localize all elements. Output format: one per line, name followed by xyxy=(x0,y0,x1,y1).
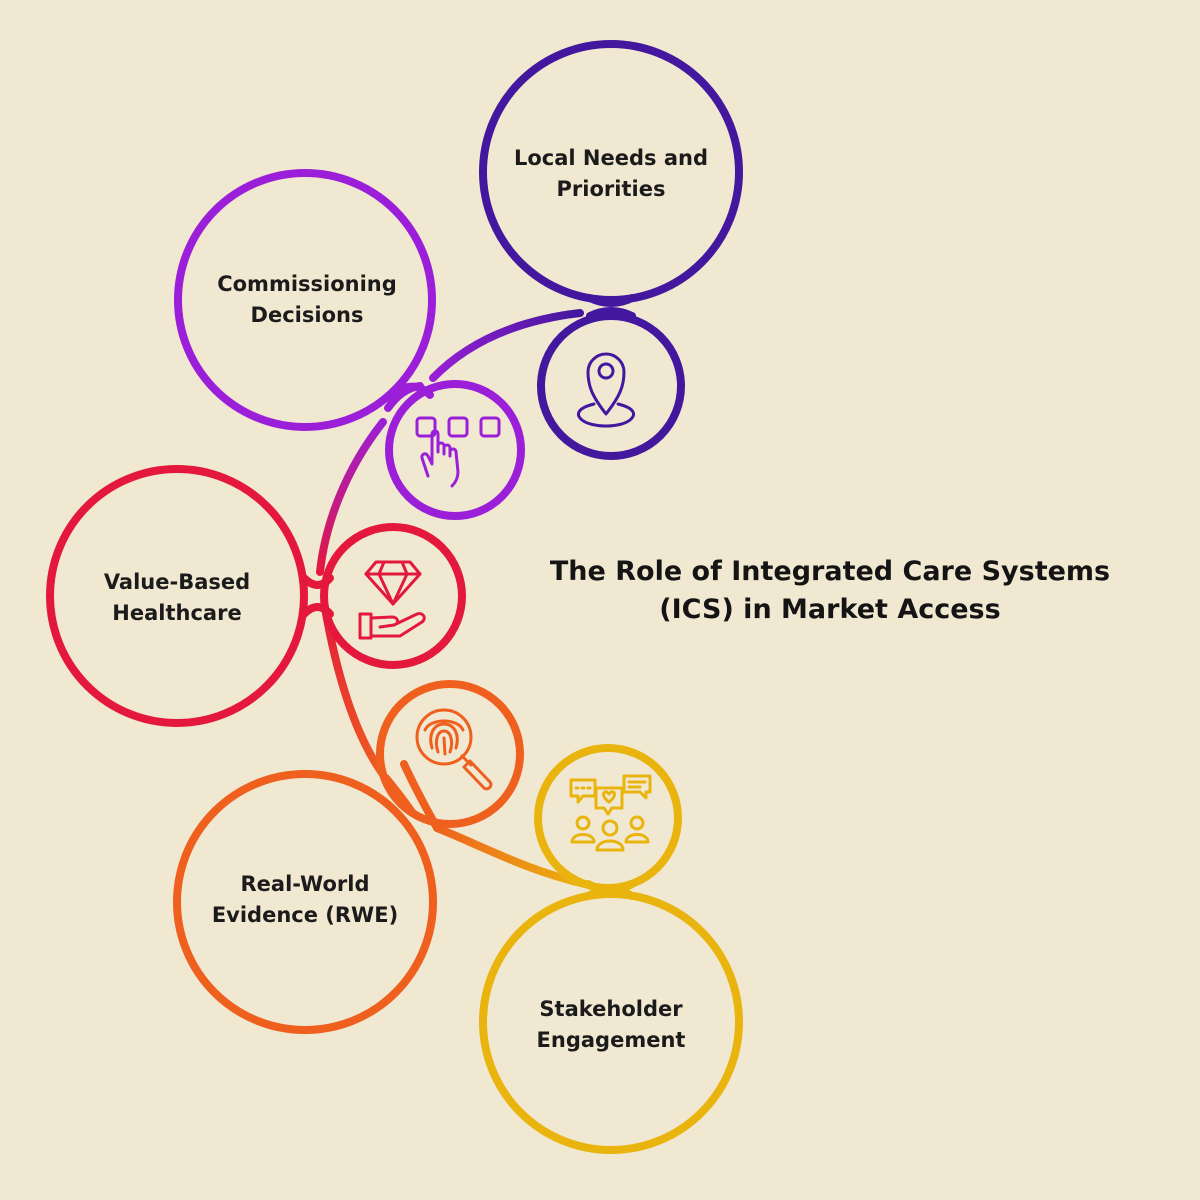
node-rwe xyxy=(173,680,524,1034)
node-stakeholder xyxy=(479,744,743,1154)
location-pin-icon xyxy=(577,352,635,428)
node-stakeholder-label-line1: Stakeholder xyxy=(539,997,683,1021)
node-local-needs-label: Local Needs and Priorities xyxy=(471,143,751,205)
connector-commissioning-value xyxy=(316,418,387,576)
node-stakeholder-small-circle xyxy=(534,744,682,892)
page-title-line2: (ICS) in Market Access xyxy=(659,594,1001,625)
node-rwe-small-circle xyxy=(376,680,524,828)
hand-pressing-buttons-icon xyxy=(415,416,501,488)
connector-rwe-stakeholder xyxy=(433,824,589,888)
node-value-based-label: Value-Based Healthcare xyxy=(37,567,317,629)
node-rwe-label-line1: Real-World xyxy=(240,872,370,896)
node-local-needs-label-line2: Priorities xyxy=(556,177,666,201)
connector-commissioning-local xyxy=(429,309,584,382)
node-rwe-big-circle xyxy=(173,770,437,1034)
node-rwe-label: Real-World Evidence (RWE) xyxy=(165,869,445,931)
node-commissioning-label: Commissioning Decisions xyxy=(167,269,447,331)
node-local-needs-label-line1: Local Needs and xyxy=(514,146,708,170)
node-commissioning-label-line2: Decisions xyxy=(250,303,364,327)
node-stakeholder-label: Stakeholder Engagement xyxy=(471,994,751,1056)
node-commissioning-big-circle xyxy=(174,169,436,431)
diamond-in-hand-icon xyxy=(358,560,426,640)
people-conversation-icon xyxy=(569,774,652,852)
page-title-line1: The Role of Integrated Care Systems xyxy=(549,556,1111,587)
node-rwe-label-line2: Evidence (RWE) xyxy=(211,903,399,927)
fingerprint-magnifier-icon xyxy=(415,708,493,791)
node-value-based-big-circle xyxy=(46,465,308,727)
node-local-needs xyxy=(479,40,743,460)
node-value-based-label-line1: Value-Based xyxy=(103,570,251,594)
node-commissioning xyxy=(174,169,525,520)
page-title: The Role of Integrated Care Systems (ICS… xyxy=(480,553,1180,629)
node-commissioning-label-line1: Commissioning xyxy=(217,272,397,296)
node-commissioning-small-circle xyxy=(385,380,525,520)
node-value-based-small-circle xyxy=(320,523,466,669)
node-local-needs-small-circle xyxy=(537,312,685,460)
node-value-based xyxy=(46,465,466,727)
node-stakeholder-label-line2: Engagement xyxy=(536,1028,686,1052)
node-value-based-label-line2: Healthcare xyxy=(112,601,242,625)
